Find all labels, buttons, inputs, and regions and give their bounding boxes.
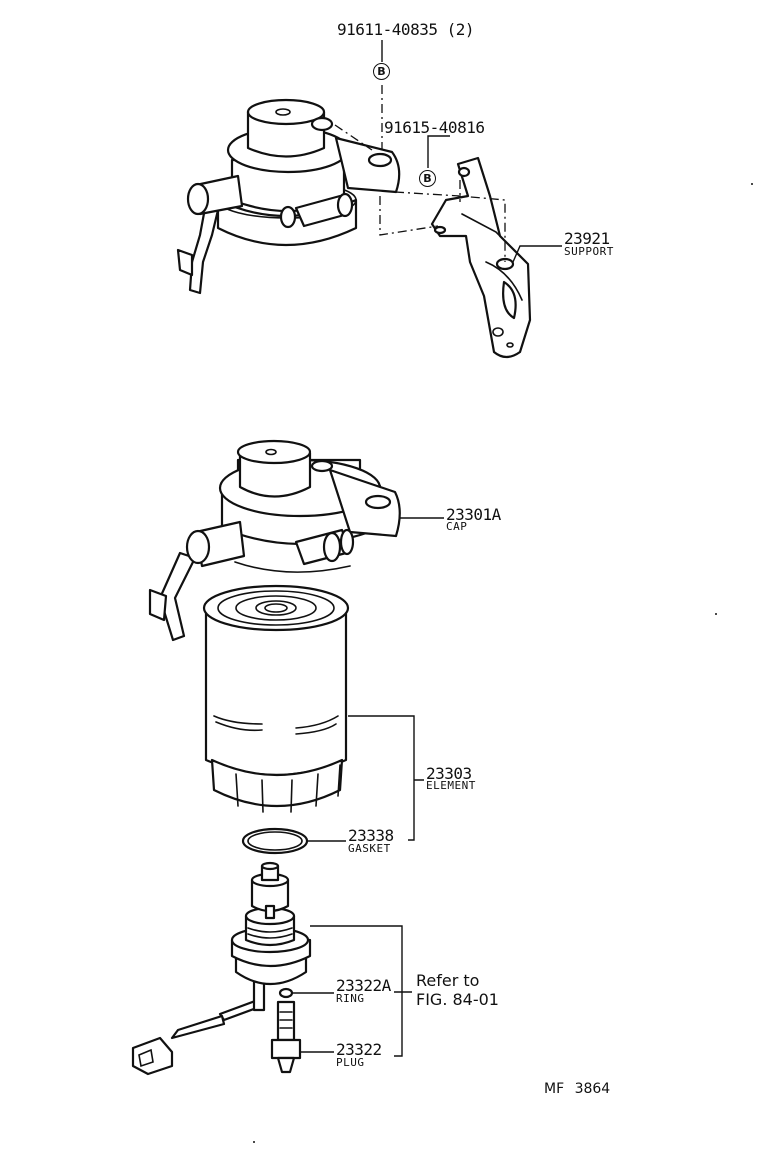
drawing-code: MF 3864: [544, 1081, 611, 1097]
leader-support: [512, 245, 562, 263]
bolt-part-number: 91611-40835 (2): [337, 20, 475, 39]
element-part-number: 23303: [426, 764, 472, 783]
plug-part-name: PLUG: [336, 1056, 365, 1069]
gasket-part-number: 23338: [348, 826, 394, 845]
ring-part-name: RING: [336, 992, 365, 1005]
mount-line-3: [394, 191, 506, 262]
bolt-number: 91611-40835: [337, 20, 438, 39]
leader-element: [348, 715, 424, 841]
support-bracket: [430, 156, 532, 359]
leader-bolt-2: [427, 135, 450, 168]
reference-line-1: Refer to: [416, 971, 480, 990]
mount-line-2: [379, 196, 439, 236]
cap-part-name: CAP: [446, 520, 468, 533]
ring-part-number: 23322A: [336, 976, 391, 995]
plug-part-number: 23322: [336, 1040, 382, 1059]
bolt-marker-icon: B: [373, 63, 390, 80]
support-part-name: SUPPORT: [564, 245, 614, 258]
leader-reference: [310, 925, 412, 1057]
cap-assembly: [148, 439, 401, 642]
gasket-part-name: GASKET: [348, 842, 391, 855]
bolt-qty: (2): [446, 20, 475, 39]
gasket-ring: [241, 827, 309, 855]
top-filter-head: [176, 98, 401, 295]
reference-figure: FIG. 84-01: [416, 990, 499, 1009]
bolt-2-marker-icon: B: [419, 170, 436, 187]
filter-element: [202, 584, 350, 813]
mount-line-1: [334, 124, 373, 151]
support-part-number: 23921: [564, 229, 610, 248]
element-part-name: ELEMENT: [426, 779, 476, 792]
cap-part-number: 23301A: [446, 505, 501, 524]
sensor-assembly: [131, 861, 312, 1076]
bolt-2-part-number: 91615-40816: [384, 118, 485, 137]
